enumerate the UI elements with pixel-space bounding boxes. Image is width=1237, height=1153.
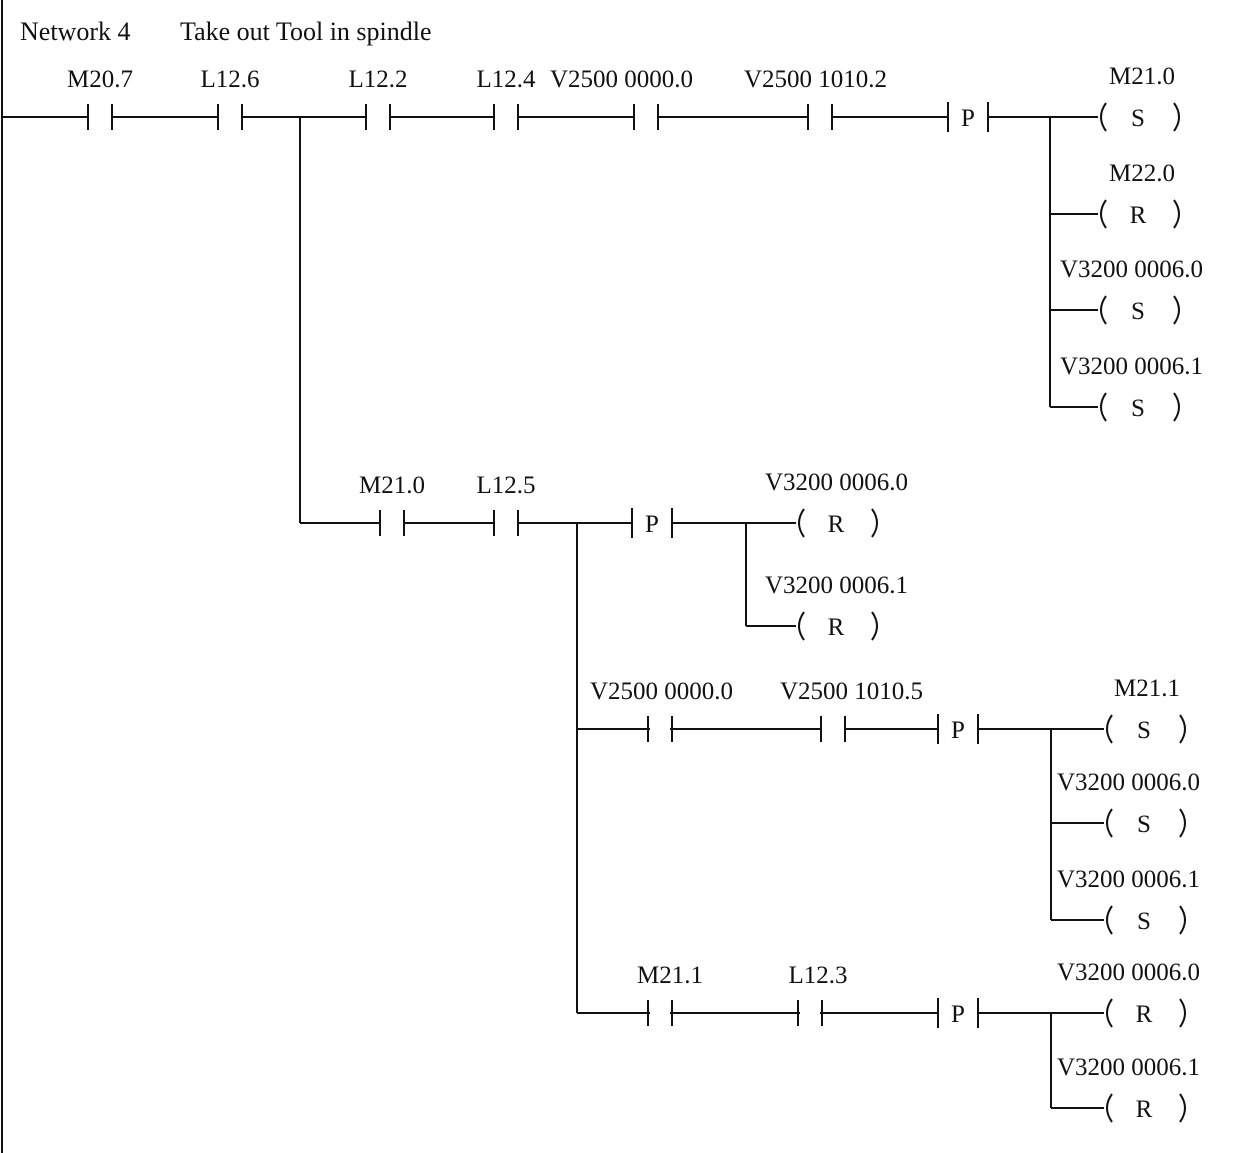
- coil-left-paren: [798, 611, 805, 641]
- contact-label: L12.3: [788, 962, 847, 989]
- contact-label: L12.2: [348, 66, 407, 93]
- coil-label: V3200 0006.1: [1060, 353, 1203, 380]
- coil-label: V3200 0006.0: [1057, 959, 1200, 986]
- coil-operation: R: [828, 614, 845, 641]
- coil-operation: S: [1137, 717, 1151, 744]
- contact-label: M21.0: [359, 472, 425, 499]
- coil-operation: S: [1131, 105, 1145, 132]
- coil-right-paren: [871, 508, 878, 538]
- coil-left-paren: [1106, 1093, 1113, 1123]
- coil-right-paren: [1173, 392, 1180, 422]
- coil-operation: R: [1130, 202, 1147, 229]
- coil-operation: R: [1136, 1096, 1153, 1123]
- contact-label: V2500 0000.0: [550, 66, 693, 93]
- coil-left-paren: [1106, 905, 1113, 935]
- coil-right-paren: [1179, 905, 1186, 935]
- coil-label: V3200 0006.0: [765, 469, 908, 496]
- contact-label: M21.1: [637, 962, 703, 989]
- coil-operation: S: [1131, 395, 1145, 422]
- coil-operation: S: [1137, 811, 1151, 838]
- coil-label: V3200 0006.1: [765, 572, 908, 599]
- contact-label: V2500 1010.5: [780, 678, 923, 705]
- coil-operation: S: [1131, 298, 1145, 325]
- contact-label: L12.4: [476, 66, 536, 93]
- positive-edge-symbol: P: [961, 105, 975, 132]
- positive-edge-symbol: P: [951, 717, 965, 744]
- coil-label: V3200 0006.0: [1060, 256, 1203, 283]
- contact-label: L12.6: [200, 66, 259, 93]
- coil-right-paren: [1173, 199, 1180, 229]
- contact-label: M20.7: [67, 66, 133, 93]
- coil-right-paren: [1173, 102, 1180, 132]
- coil-left-paren: [1100, 295, 1107, 325]
- coil-left-paren: [1100, 102, 1107, 132]
- contact-label: L12.5: [476, 472, 535, 499]
- coil-right-paren: [1179, 998, 1186, 1028]
- coil-right-paren: [1179, 808, 1186, 838]
- coil-operation: R: [828, 511, 845, 538]
- coil-right-paren: [1179, 714, 1186, 744]
- network-number: Network 4: [20, 17, 130, 46]
- positive-edge-symbol: P: [645, 511, 659, 538]
- coil-right-paren: [1173, 295, 1180, 325]
- coil-right-paren: [1179, 1093, 1186, 1123]
- network-title: Take out Tool in spindle: [180, 17, 432, 46]
- coil-label: V3200 0006.1: [1057, 866, 1200, 893]
- coil-operation: R: [1136, 1001, 1153, 1028]
- coil-operation: S: [1137, 908, 1151, 935]
- coil-left-paren: [1100, 199, 1107, 229]
- contact-label: V2500 1010.2: [744, 66, 887, 93]
- positive-edge-symbol: P: [951, 1001, 965, 1028]
- coil-left-paren: [1106, 714, 1113, 744]
- coil-label: M21.0: [1109, 63, 1175, 90]
- coil-left-paren: [1100, 392, 1107, 422]
- coil-left-paren: [1106, 808, 1113, 838]
- coil-label: M21.1: [1114, 675, 1180, 702]
- coil-right-paren: [871, 611, 878, 641]
- coil-left-paren: [798, 508, 805, 538]
- coil-label: V3200 0006.0: [1057, 769, 1200, 796]
- coil-label: M22.0: [1109, 160, 1175, 187]
- coil-label: V3200 0006.1: [1057, 1054, 1200, 1081]
- contact-label: V2500 0000.0: [590, 678, 733, 705]
- coil-left-paren: [1106, 998, 1113, 1028]
